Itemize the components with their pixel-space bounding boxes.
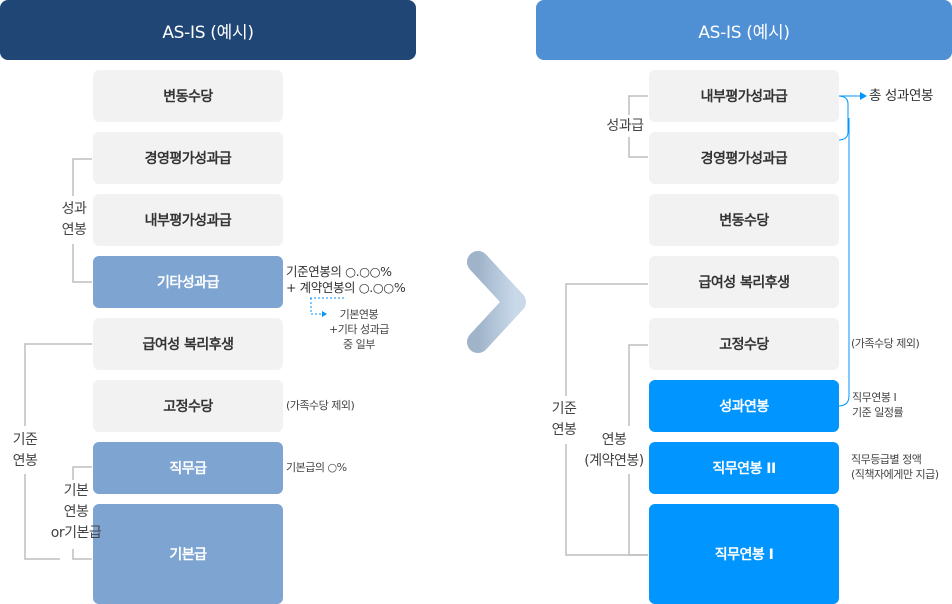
left-base-salary-label: 기본 연봉 or기본급 (50, 483, 102, 541)
left-fixed-allowance-note: (가족수당 제외) (286, 399, 355, 412)
left-welfare-box: 급여성 복리후생 (93, 318, 283, 370)
left-standard-salary-label: 기준 연봉 (12, 432, 38, 469)
left-base-bracket (72, 466, 92, 560)
right-performance-salary-note: 직무연봉 I 기준 일정률 (852, 391, 904, 419)
left-performance-bracket (72, 158, 92, 283)
left-mgmt-eval-bonus-box: 경영평가성과급 (93, 132, 283, 184)
left-other-bonus-detail-note: 기본연봉 +기타 성과급 중 일부 (329, 308, 389, 351)
left-fixed-allowance-box: 고정수당 (93, 380, 283, 432)
right-total-performance-note: 총 성과연봉 (869, 88, 933, 104)
right-job-salary-1-box: 직무연봉 I (649, 504, 839, 604)
left-job-pay-note: 기본급의 ○% (286, 461, 347, 474)
big-arrow (421, 251, 526, 353)
right-standard-salary-label: 기준 연봉 (551, 401, 577, 438)
right-fixed-allowance-note: (가족수당 제외) (851, 337, 920, 350)
right-fixed-allowance-box: 고정수당 (649, 318, 839, 370)
left-internal-eval-bonus-box: 내부평가성과급 (93, 194, 283, 246)
right-bonus-label: 성과급 (606, 118, 644, 134)
left-dotted-pointer (310, 297, 345, 315)
right-job-salary-2-box: 직무연봉 II (649, 442, 839, 494)
left-other-bonus-box: 기타성과급 (93, 256, 283, 308)
right-contract-bracket (628, 344, 648, 556)
left-other-bonus-rate-note: 기준연봉의 ○.○○% + 계약연봉의 ○.○○% (286, 264, 406, 295)
left-standard-bracket (24, 343, 92, 560)
right-mgmt-eval-bonus-box: 경영평가성과급 (649, 132, 839, 184)
right-contract-salary-label: 연봉 (계약연봉) (584, 432, 644, 469)
right-bonus-bracket (628, 95, 648, 158)
left-header: AS-IS (예시) (0, 0, 416, 60)
right-internal-eval-bonus-box: 내부평가성과급 (649, 70, 839, 122)
left-dotted-arrowhead (322, 311, 327, 317)
left-performance-salary-label: 성과 연봉 (61, 201, 87, 238)
right-total-bracket (837, 95, 862, 407)
right-job-salary-2-note: 직무등급별 정액 (직책자에게만 지급) (851, 453, 939, 481)
right-variable-allowance-box: 변동수당 (649, 194, 839, 246)
left-job-pay-box: 직무급 (93, 442, 283, 494)
right-welfare-box: 급여성 복리후생 (649, 256, 839, 308)
right-total-arrowhead (860, 92, 867, 100)
left-base-pay-box: 기본급 (93, 504, 283, 604)
left-variable-allowance-box: 변동수당 (93, 70, 283, 122)
right-standard-bracket (565, 283, 648, 556)
right-header: AS-IS (예시) (536, 0, 952, 60)
right-performance-salary-box: 성과연봉 (649, 380, 839, 432)
